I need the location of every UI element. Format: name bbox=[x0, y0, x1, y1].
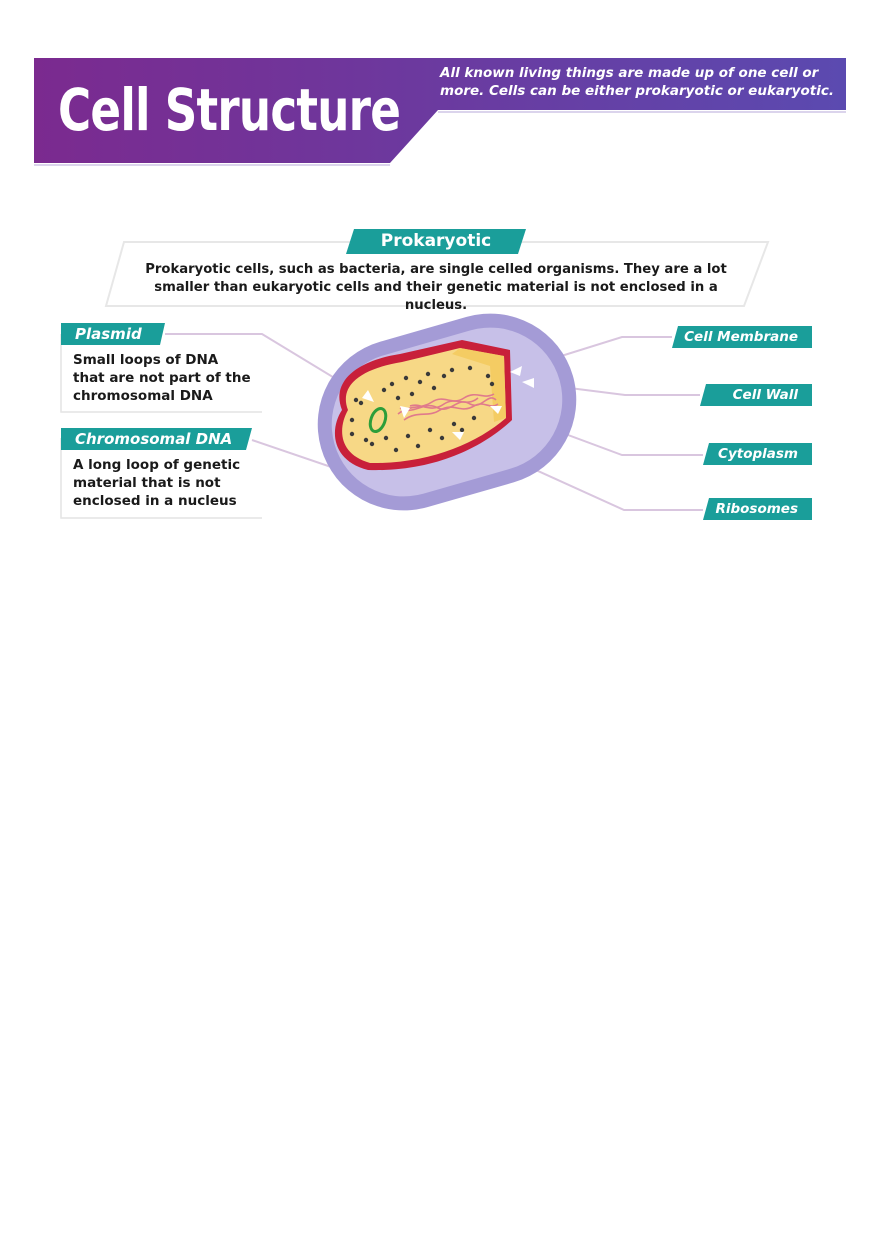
cell-wall-tag-shape bbox=[700, 384, 812, 406]
chromosomal-tab-shape bbox=[61, 428, 252, 450]
label-description-chromosomal-dna: A long loop of genetic material that is … bbox=[73, 457, 241, 509]
label-title-plasmid: Plasmid bbox=[75, 325, 142, 343]
label-description-plasmid: Small loops of DNA that are not part of … bbox=[73, 352, 251, 404]
page-title: Cell Structure bbox=[58, 76, 401, 144]
cell-membrane-tag-shape bbox=[672, 326, 812, 348]
left-card-frames bbox=[60, 334, 262, 519]
section-heading-shape bbox=[346, 229, 526, 254]
label-cell-wall: Cell Wall bbox=[732, 387, 798, 403]
prokaryotic-cell-diagram bbox=[60, 313, 812, 520]
left-card-tabs bbox=[61, 323, 252, 450]
label-cell-membrane: Cell Membrane bbox=[684, 329, 798, 345]
right-tag-shapes bbox=[672, 326, 812, 520]
section-heading-tab bbox=[346, 229, 526, 254]
intro-panel bbox=[104, 241, 770, 307]
arrow-ribosomes bbox=[452, 432, 464, 440]
plasmid-tab-shape bbox=[61, 323, 165, 345]
page-subtitle: All known living things are made up of o… bbox=[440, 65, 834, 99]
chromosomal-card-frame bbox=[60, 438, 262, 519]
arrow-cell-membrane bbox=[510, 366, 522, 376]
intro-panel-shape bbox=[104, 241, 770, 307]
plasmid-loop bbox=[368, 406, 388, 434]
arrow-plasmid bbox=[362, 390, 374, 402]
cytoplasm-tag-shape bbox=[703, 443, 812, 465]
plasmid-card-frame bbox=[60, 334, 262, 413]
label-card-plasmid: Plasmid Small loops of DNA that are not … bbox=[61, 323, 261, 413]
arrow-cytoplasm bbox=[490, 406, 502, 414]
intro-text: Prokaryotic cells, such as bacteria, are… bbox=[145, 262, 727, 313]
banner-shape bbox=[34, 58, 846, 163]
chromosomal-dna-strand bbox=[397, 393, 499, 421]
arrow-cell-wall bbox=[522, 378, 534, 388]
ribosomes-tag-shape bbox=[703, 498, 812, 520]
label-cytoplasm: Cytoplasm bbox=[718, 446, 798, 462]
header-banner bbox=[34, 58, 846, 166]
label-title-chromosomal-dna: Chromosomal DNA bbox=[75, 430, 233, 448]
label-ribosomes: Ribosomes bbox=[715, 501, 798, 517]
arrow-chromosomal-dna bbox=[400, 406, 410, 418]
ribosomes-cluster bbox=[349, 365, 495, 453]
label-card-chromosomal-dna: Chromosomal DNA A long loop of genetic m… bbox=[61, 428, 261, 518]
arrow-heads bbox=[362, 366, 534, 440]
cell-body bbox=[317, 313, 577, 511]
cut-edge bbox=[452, 348, 506, 422]
section-heading: Prokaryotic bbox=[380, 231, 492, 251]
